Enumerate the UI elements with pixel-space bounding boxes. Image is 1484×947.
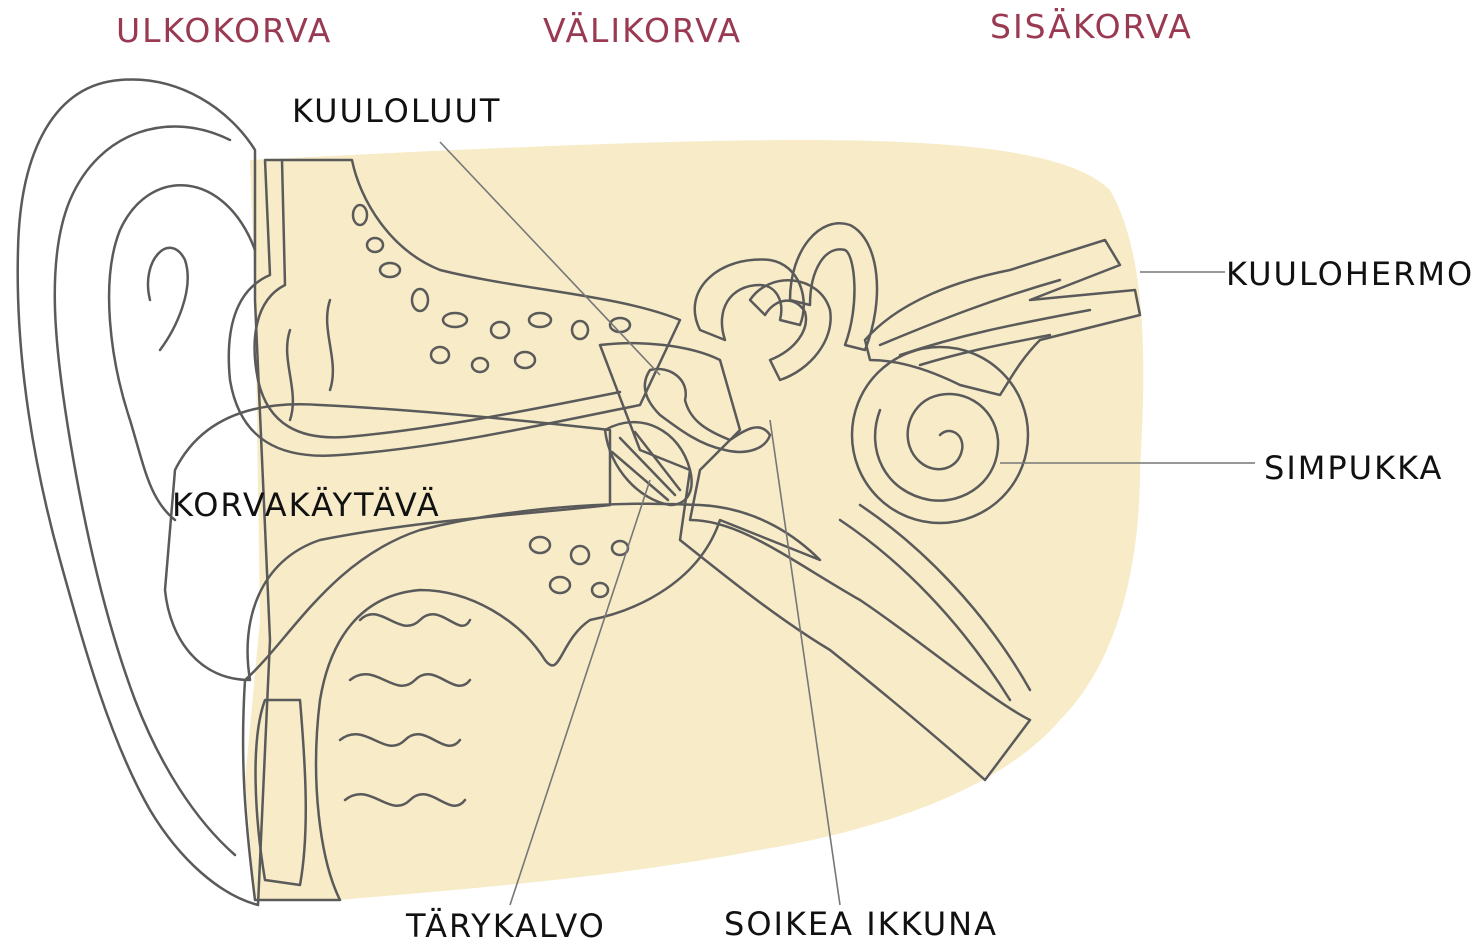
label-ossicles: KUULOLUUT — [292, 95, 501, 127]
label-oval-window: SOIKEA IKKUNA — [724, 908, 998, 940]
label-eardrum: TÄRYKALVO — [406, 910, 606, 942]
region-label-middle-ear: VÄLIKORVA — [543, 14, 742, 47]
region-label-outer-ear: ULKOKORVA — [116, 14, 332, 47]
label-auditory-nerve: KUULOHERMO — [1226, 258, 1474, 290]
label-cochlea: SIMPUKKA — [1264, 452, 1443, 484]
concha-fold — [148, 248, 188, 350]
region-label-inner-ear: SISÄKORVA — [990, 10, 1193, 43]
label-ear-canal: KORVAKÄYTÄVÄ — [172, 489, 441, 521]
antihelix-fold — [109, 185, 255, 520]
